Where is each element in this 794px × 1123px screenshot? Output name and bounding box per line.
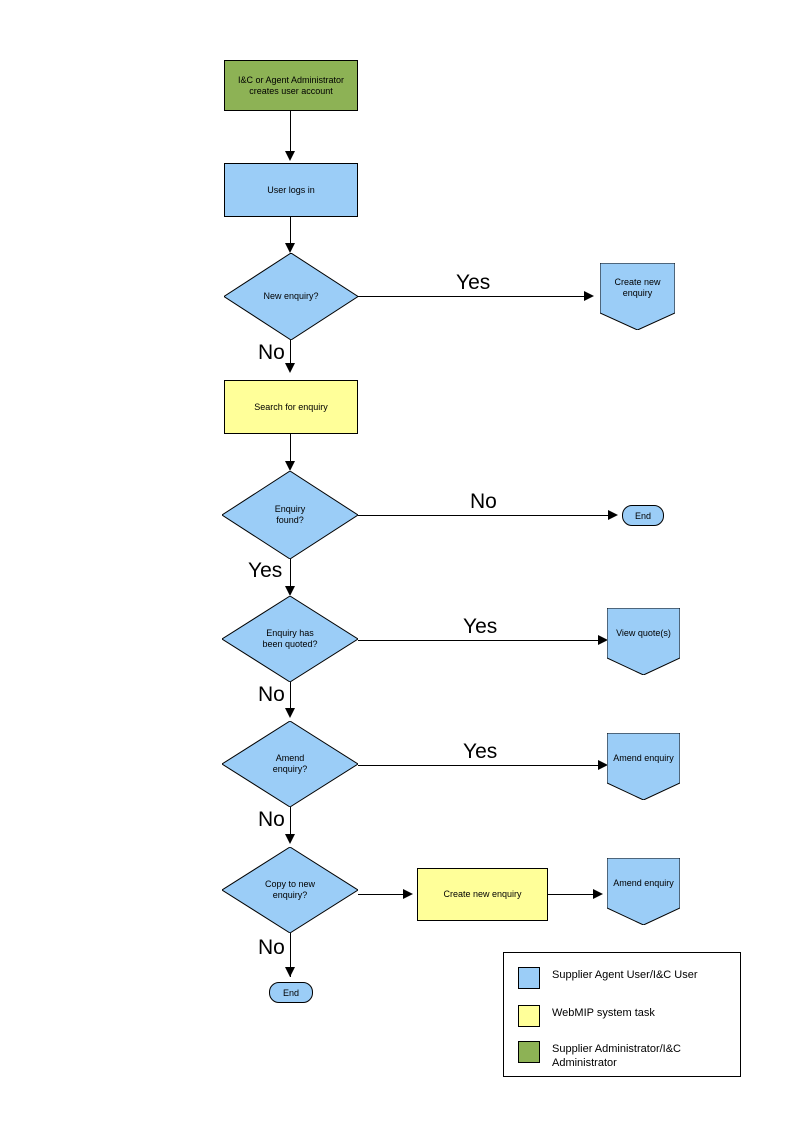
node-amend-enquiry-decision[interactable]: Amend enquiry? <box>222 721 358 807</box>
edge-login-to-new-enquiry <box>290 217 291 247</box>
legend: Supplier Agent User/I&C User WebMIP syst… <box>503 952 741 1077</box>
legend-label: Supplier Administrator/I&C Administrator <box>552 1043 681 1069</box>
edge-copy-to-end <box>290 933 291 977</box>
edge-new-enquiry-yes <box>358 296 584 297</box>
edge-label-quoted-yes: Yes <box>463 615 498 638</box>
edge-quoted-to-amend <box>290 682 291 715</box>
manual-operation-shape <box>600 263 675 330</box>
diamond-shape <box>222 721 358 807</box>
manual-operation-shape <box>607 858 680 925</box>
node-search-for-enquiry[interactable]: Search for enquiry <box>224 380 358 434</box>
arrowhead-right-amend-enquiry-2 <box>593 889 603 899</box>
arrowhead-right-view-quotes <box>598 635 608 645</box>
arrowhead-right-end-1 <box>608 510 618 520</box>
node-end-terminator-1[interactable]: End <box>622 505 664 526</box>
node-enquiry-quoted-decision[interactable]: Enquiry has been quoted? <box>222 596 358 682</box>
arrowhead-down-enquiry-found <box>285 461 295 471</box>
arrowhead-down-copy <box>285 834 295 844</box>
arrowhead-down-amend <box>285 708 295 718</box>
manual-operation-shape <box>607 733 680 800</box>
legend-swatch-green <box>518 1041 540 1063</box>
diamond-shape <box>222 596 358 682</box>
legend-swatch-blue <box>518 967 540 989</box>
arrowhead-down-login <box>285 151 295 161</box>
edge-label-amend-yes: Yes <box>463 740 498 763</box>
node-create-new-enquiry-system[interactable]: Create new enquiry <box>417 868 548 921</box>
legend-item-supplier-agent-user: Supplier Agent User/I&C User <box>518 967 698 989</box>
arrowhead-down-new-enquiry <box>285 243 295 253</box>
edge-new-enquiry-no <box>290 340 291 370</box>
edge-label-enquiry-found-no: No <box>470 490 497 513</box>
edge-create-account-to-login <box>290 111 291 153</box>
node-new-enquiry-decision[interactable]: New enquiry? <box>224 253 358 340</box>
node-enquiry-found-decision[interactable]: Enquiry found? <box>222 471 358 559</box>
diamond-shape <box>222 847 358 933</box>
edge-label-copy-no: No <box>258 936 285 959</box>
edge-quoted-yes <box>358 640 601 641</box>
edge-amend-to-copy <box>290 807 291 841</box>
node-view-quotes[interactable]: View quote(s) <box>607 608 680 675</box>
legend-item-supplier-administrator: Supplier Administrator/I&C Administrator <box>518 1041 681 1071</box>
arrowhead-right-create-new-enquiry-2 <box>403 889 413 899</box>
edge-label-enquiry-found-yes: Yes <box>248 559 283 582</box>
arrowhead-down-search <box>285 363 295 373</box>
node-amend-enquiry-manual-2[interactable]: Amend enquiry <box>607 858 680 925</box>
edge-label-quoted-no: No <box>258 683 285 706</box>
arrowhead-down-end-2 <box>285 967 295 977</box>
manual-operation-shape <box>607 608 680 675</box>
node-end-terminator-2[interactable]: End <box>269 982 313 1003</box>
edge-found-to-quoted <box>290 559 291 593</box>
diamond-shape <box>222 471 358 559</box>
edge-search-to-found <box>290 434 291 468</box>
edge-label-new-enquiry-yes: Yes <box>456 271 491 294</box>
legend-swatch-yellow <box>518 1005 540 1027</box>
node-copy-to-new-enquiry-decision[interactable]: Copy to new enquiry? <box>222 847 358 933</box>
edge-label-amend-no: No <box>258 808 285 831</box>
arrowhead-down-quoted <box>285 586 295 596</box>
edge-amend-yes <box>358 765 601 766</box>
edge-enquiry-found-no <box>358 515 608 516</box>
legend-item-webmip-system-task: WebMIP system task <box>518 1005 655 1027</box>
arrowhead-right-amend-enquiry-1 <box>598 760 608 770</box>
node-create-user-account[interactable]: I&C or Agent Administrator creates user … <box>224 60 358 111</box>
diamond-shape <box>224 253 358 340</box>
node-user-logs-in[interactable]: User logs in <box>224 163 358 217</box>
edge-label-new-enquiry-no: No <box>258 341 285 364</box>
arrowhead-right-create-new-enquiry <box>584 291 594 301</box>
legend-label: Supplier Agent User/I&C User <box>552 969 698 981</box>
edge-copy-to-create <box>358 894 403 895</box>
legend-label: WebMIP system task <box>552 1007 655 1019</box>
node-amend-enquiry-manual-1[interactable]: Amend enquiry <box>607 733 680 800</box>
edge-create-to-amend-2 <box>548 894 593 895</box>
node-create-new-enquiry-manual[interactable]: Create new enquiry <box>600 263 675 330</box>
